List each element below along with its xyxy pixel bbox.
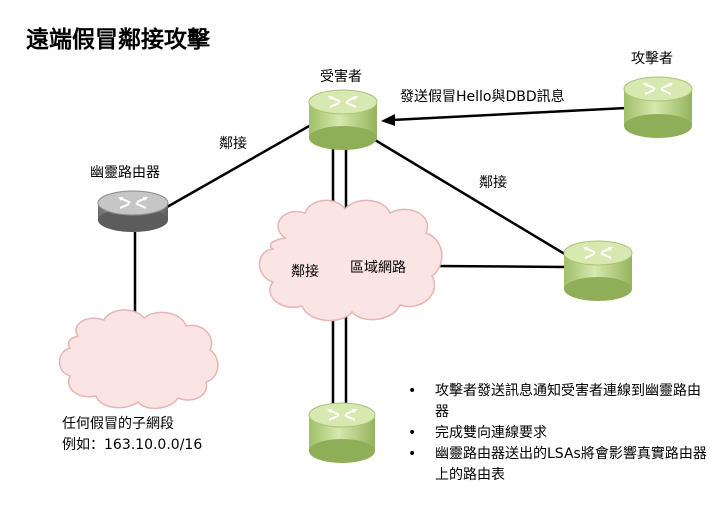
- attack-arrow: [381, 106, 627, 126]
- bullet-item: 攻擊者發送訊息通知受害者連線到幽靈路由器: [408, 381, 708, 423]
- page-title: 遠端假冒鄰接攻擊: [26, 26, 211, 53]
- attack-message-label: 發送假冒Hello與DBD訊息: [400, 88, 565, 105]
- adjacency-left-label: 鄰接: [219, 135, 247, 152]
- adjacency-right-label: 鄰接: [479, 174, 507, 191]
- link-ghost-victim: [159, 119, 319, 213]
- victim-label: 受害者: [320, 69, 362, 85]
- attacker-router: [623, 76, 693, 138]
- attacker-label: 攻擊者: [631, 50, 673, 67]
- link-cloud-router-right: [435, 264, 567, 269]
- victim-router: [308, 89, 378, 150]
- adjacency-cloud-label: 鄰接: [291, 263, 319, 280]
- area-network-label: 區域網路: [350, 260, 406, 276]
- subnet-cloud: [58, 309, 219, 410]
- ghost-router-label: 幽靈路由器: [90, 165, 160, 181]
- bullet-list: 攻擊者發送訊息通知受害者連線到幽靈路由器 完成雙向連線要求 幽靈路由器送出的LS…: [408, 381, 708, 486]
- ghost-router: [97, 190, 169, 232]
- right-router: [563, 240, 633, 301]
- area-network-cloud: 區域網路: [258, 199, 443, 322]
- link-victim-router-right: [369, 135, 569, 258]
- bullet-item: 幽靈路由器送出的LSAs將會影響真實路由器上的路由表: [408, 444, 708, 486]
- subnet-line-2: 例如：163.10.0.0/16: [62, 437, 202, 453]
- bullet-item: 完成雙向連線要求: [408, 423, 708, 444]
- bottom-router: [308, 402, 376, 463]
- subnet-line-1: 任何假冒的子網段: [62, 416, 174, 432]
